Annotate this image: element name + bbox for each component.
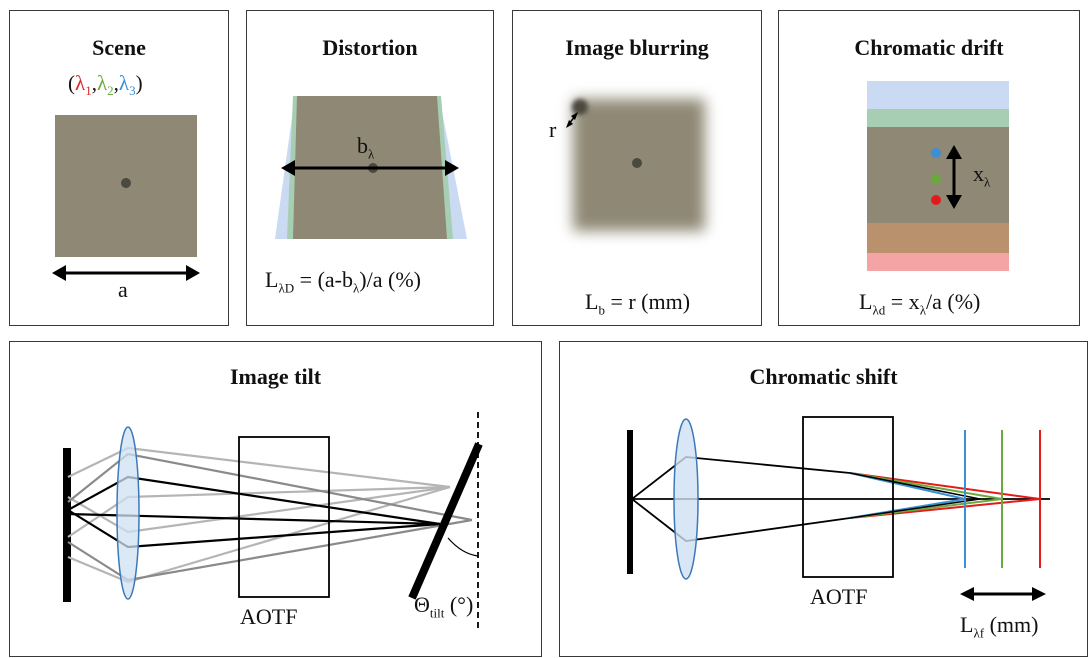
scene-center-dot (121, 178, 131, 188)
drift-green-dot (931, 174, 941, 184)
blur-corner-dot (572, 99, 588, 115)
drift-arrow-top-head (946, 145, 962, 159)
scene-arrow-left-head (52, 265, 66, 281)
scene-wavelengths: (λ1,λ2,λ3) (68, 71, 143, 99)
scene-graphic (52, 115, 200, 281)
drift-formula: Lλd = xλ/a (%) (859, 289, 981, 318)
drift-red-band (867, 253, 1009, 271)
shift-arrow-left-head (960, 587, 974, 601)
shift-formula: Lλf (mm) (960, 612, 1039, 641)
tilt-panel: Image tilt AOTF Θ (9, 341, 542, 657)
paren-close: ) (135, 71, 143, 95)
drift-panel: Chromatic drift xλ Lλd = xλ/a (%) (778, 10, 1080, 326)
blur-radius-arrow-head-b (566, 120, 573, 128)
drift-title: Chromatic drift (854, 35, 1004, 60)
tilt-graphic (63, 412, 483, 632)
blurring-graphic (566, 99, 642, 168)
blur-radius-label: r (549, 117, 557, 142)
drift-brown-band (867, 223, 1009, 253)
distortion-arrow-left-head (281, 160, 295, 176)
lambda2-label: λ2 (96, 71, 114, 99)
tilt-aotf-box (238, 436, 330, 598)
drift-shift-label: xλ (973, 161, 991, 190)
blurring-panel: Image blurring r Lb = r (mm) (512, 10, 762, 326)
tilt-image-plane (408, 442, 483, 600)
distortion-panel: Distortion bλ LλD = (a-bλ)/a (%) (246, 10, 494, 326)
tilt-lens (116, 426, 140, 600)
drift-arrow-bottom-head (946, 195, 962, 209)
shift-arrow-right-head (1032, 587, 1046, 601)
shift-title: Chromatic shift (749, 364, 898, 389)
shift-aotf-box (802, 416, 894, 578)
shift-lens (673, 418, 699, 580)
shift-panel: Chromatic shift (559, 341, 1088, 657)
tilt-angle-label: Θtilt (°) (414, 592, 474, 621)
distortion-arrow-right-head (445, 160, 459, 176)
shift-black-after (849, 472, 981, 500)
shift-graphic (627, 416, 1050, 601)
blurring-title: Image blurring (565, 35, 709, 60)
lambda3-label: λ3 (118, 71, 136, 99)
tilt-angle-arc (447, 537, 479, 557)
scene-panel: Scene (λ1,λ2,λ3) a (9, 10, 229, 326)
tilt-title: Image tilt (229, 364, 322, 389)
lambda1-label: λ1 (75, 71, 92, 99)
distortion-width-label: bλ (357, 133, 375, 162)
shift-aotf-label: AOTF (810, 584, 868, 609)
distortion-formula: LλD = (a-bλ)/a (%) (265, 267, 421, 296)
distortion-title: Distortion (322, 35, 418, 60)
drift-blue-band (867, 81, 1009, 109)
tilt-aotf-label: AOTF (240, 604, 298, 629)
blur-radius-arrow-head-a (571, 112, 578, 120)
paren-open: ( (68, 71, 75, 95)
distortion-graphic (275, 96, 467, 239)
drift-blue-dot (931, 148, 941, 158)
drift-red-dot (931, 195, 941, 205)
shift-black-after-2 (849, 498, 981, 519)
scene-width-label: a (118, 277, 128, 302)
drift-graphic (867, 81, 1009, 271)
drift-green-band (867, 109, 1009, 127)
blur-center-dot (632, 158, 642, 168)
blurring-formula: Lb = r (mm) (585, 289, 691, 318)
scene-arrow-right-head (186, 265, 200, 281)
scene-title: Scene (92, 35, 146, 60)
